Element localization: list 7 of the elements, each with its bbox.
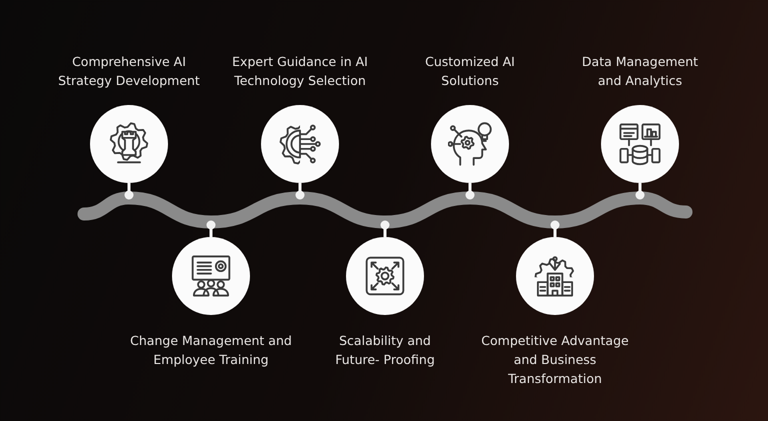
milestone-label: Expert Guidance in AI Technology Selection — [231, 53, 369, 90]
milestone-label: Change Management and Employee Training — [129, 332, 293, 369]
milestone-label: Competitive Advantage and Business Transformation — [480, 332, 630, 388]
milestone-label: Data Management and Analytics — [580, 53, 700, 90]
milestone-label: Comprehensive AI Strategy Development — [57, 53, 201, 90]
milestone-label: Scalability and Future- Proofing — [334, 332, 436, 369]
milestone-label: Customized AI Solutions — [424, 53, 516, 90]
